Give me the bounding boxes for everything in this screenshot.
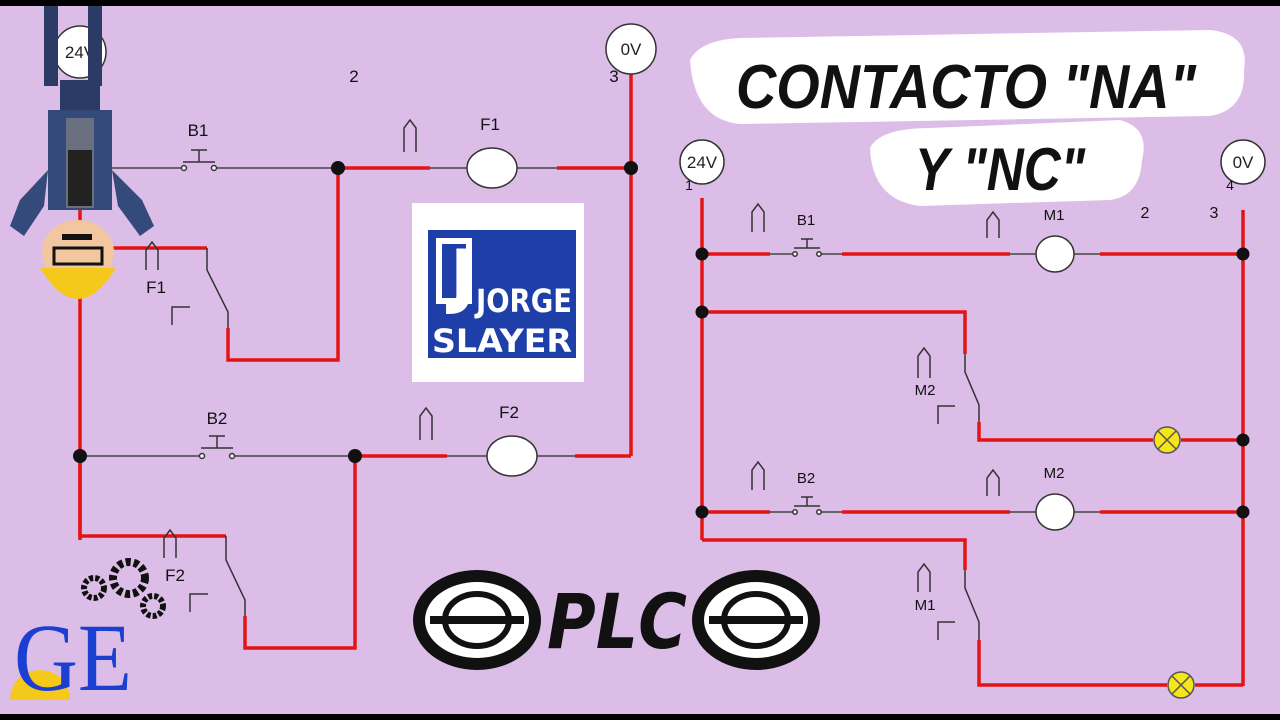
left-label-b1: B1 (188, 121, 209, 140)
gear-icon (140, 593, 166, 619)
hardhat-icon (10, 670, 70, 700)
plc-brand: PLC (413, 570, 820, 670)
left-label-f2-contact: F2 (165, 566, 185, 585)
left-node-3: 3 (609, 67, 618, 86)
motor-m1 (1035, 235, 1075, 273)
right-ground-label: 0V (1233, 153, 1254, 172)
right-circuit: 24V 0V 1 2 3 4 B1 B2 M1 M2 M2 M1 (679, 139, 1266, 699)
gear-icon (109, 558, 149, 598)
right-label-m2: M2 (1044, 465, 1065, 482)
right-label-b1: B1 (797, 212, 815, 229)
lamp-icon (1167, 671, 1195, 699)
left-label-f2-coil: F2 (499, 403, 519, 422)
right-supply-meter: 24V (679, 139, 725, 185)
jorge-slayer-logo: J JORGE SLAYER (412, 203, 584, 382)
brand-emblem-icon (692, 570, 820, 670)
lamp-icon (1153, 426, 1181, 454)
right-node-4: 4 (1226, 177, 1234, 193)
current-arrow-icon (145, 118, 433, 558)
brand-emblem-icon (413, 570, 541, 670)
plc-text: PLC (547, 577, 687, 666)
logo-j: J (446, 235, 476, 317)
motor-m2 (1035, 493, 1075, 531)
right-label-b2: B2 (797, 470, 815, 487)
ge-logo: GE (10, 558, 166, 711)
right-supply-label: 24V (687, 153, 718, 172)
right-node-3: 3 (1210, 205, 1219, 222)
title-line-2: Y "NC" (915, 136, 1086, 203)
right-label-contact-m1: M1 (915, 597, 936, 614)
coil-f2 (486, 435, 538, 477)
left-node-2: 2 (349, 67, 358, 86)
right-label-contact-m2: M2 (915, 382, 936, 399)
title-banner: CONTACTO "NA" Y "NC" (690, 30, 1245, 206)
title-line-1: CONTACTO "NA" (736, 53, 1197, 122)
ge-text: GE (14, 604, 132, 711)
gear-icon (81, 575, 107, 601)
coil-f1 (466, 147, 518, 189)
left-label-b2: B2 (207, 409, 228, 428)
right-node-1: 1 (685, 177, 693, 193)
logo-line-1: JORGE (474, 282, 572, 320)
left-ground-label: 0V (621, 40, 642, 59)
left-label-f1-contact: F1 (146, 278, 166, 297)
left-label-f1-coil: F1 (480, 115, 500, 134)
right-label-m1: M1 (1044, 207, 1065, 224)
left-ground-meter: 0V (605, 23, 657, 75)
logo-line-2: SLAYER (432, 322, 572, 360)
right-ground-meter: 0V (1220, 139, 1266, 185)
engineer-character (10, 6, 154, 299)
right-node-2: 2 (1141, 205, 1150, 222)
current-arrow-icon (751, 202, 1000, 592)
